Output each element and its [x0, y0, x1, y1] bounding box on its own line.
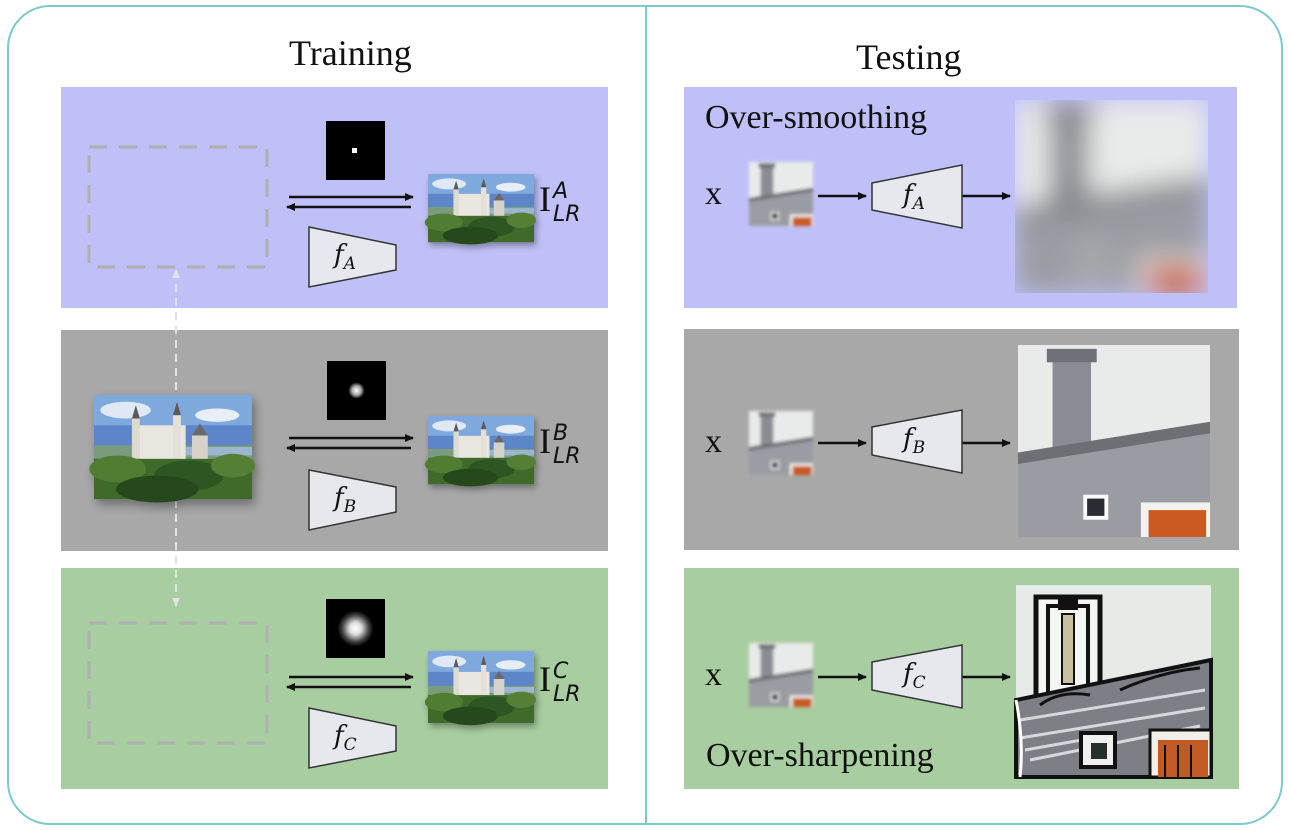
train-network-b-label: fB	[334, 483, 357, 518]
training-arrows-a	[286, 193, 414, 211]
lr-castle-a	[424, 174, 537, 245]
test-input-label-a: x	[705, 175, 722, 212]
testing-title: Testing	[856, 37, 962, 77]
train-network-c-label: fC	[334, 721, 357, 756]
result-over-smoothed	[1015, 100, 1208, 293]
train-network-a-label: fA	[334, 240, 356, 275]
test-network-b-label: fB	[903, 424, 926, 459]
lr-castle-c	[424, 651, 537, 726]
lr-castle-b	[424, 416, 537, 487]
test-input-b	[749, 411, 813, 475]
result-over-sharpened	[1014, 585, 1213, 779]
test-input-c	[749, 643, 813, 707]
test-input-label-c: x	[705, 656, 722, 693]
training-title: Training	[289, 33, 412, 73]
train-network-b	[308, 469, 397, 531]
over-smoothing-caption: Over-smoothing	[705, 99, 928, 136]
test-network-a-label: fA	[903, 180, 925, 215]
test-input-label-b: x	[705, 423, 722, 460]
kernel-a-icon	[326, 121, 385, 180]
test-network-c-label: fC	[903, 659, 926, 694]
over-sharpening-caption: Over-sharpening	[706, 737, 934, 774]
result-correct	[1018, 345, 1210, 537]
kernel-c-icon	[326, 599, 385, 658]
hr-castle-image	[89, 395, 256, 503]
training-arrows-c	[286, 673, 414, 691]
test-network-c	[871, 644, 963, 709]
test-network-b	[871, 409, 963, 474]
train-network-c	[308, 707, 397, 769]
test-input-a	[749, 162, 813, 226]
kernel-b-icon	[327, 361, 386, 420]
train-network-a	[308, 226, 397, 288]
training-arrows-b	[286, 434, 414, 452]
test-network-a	[871, 164, 963, 229]
